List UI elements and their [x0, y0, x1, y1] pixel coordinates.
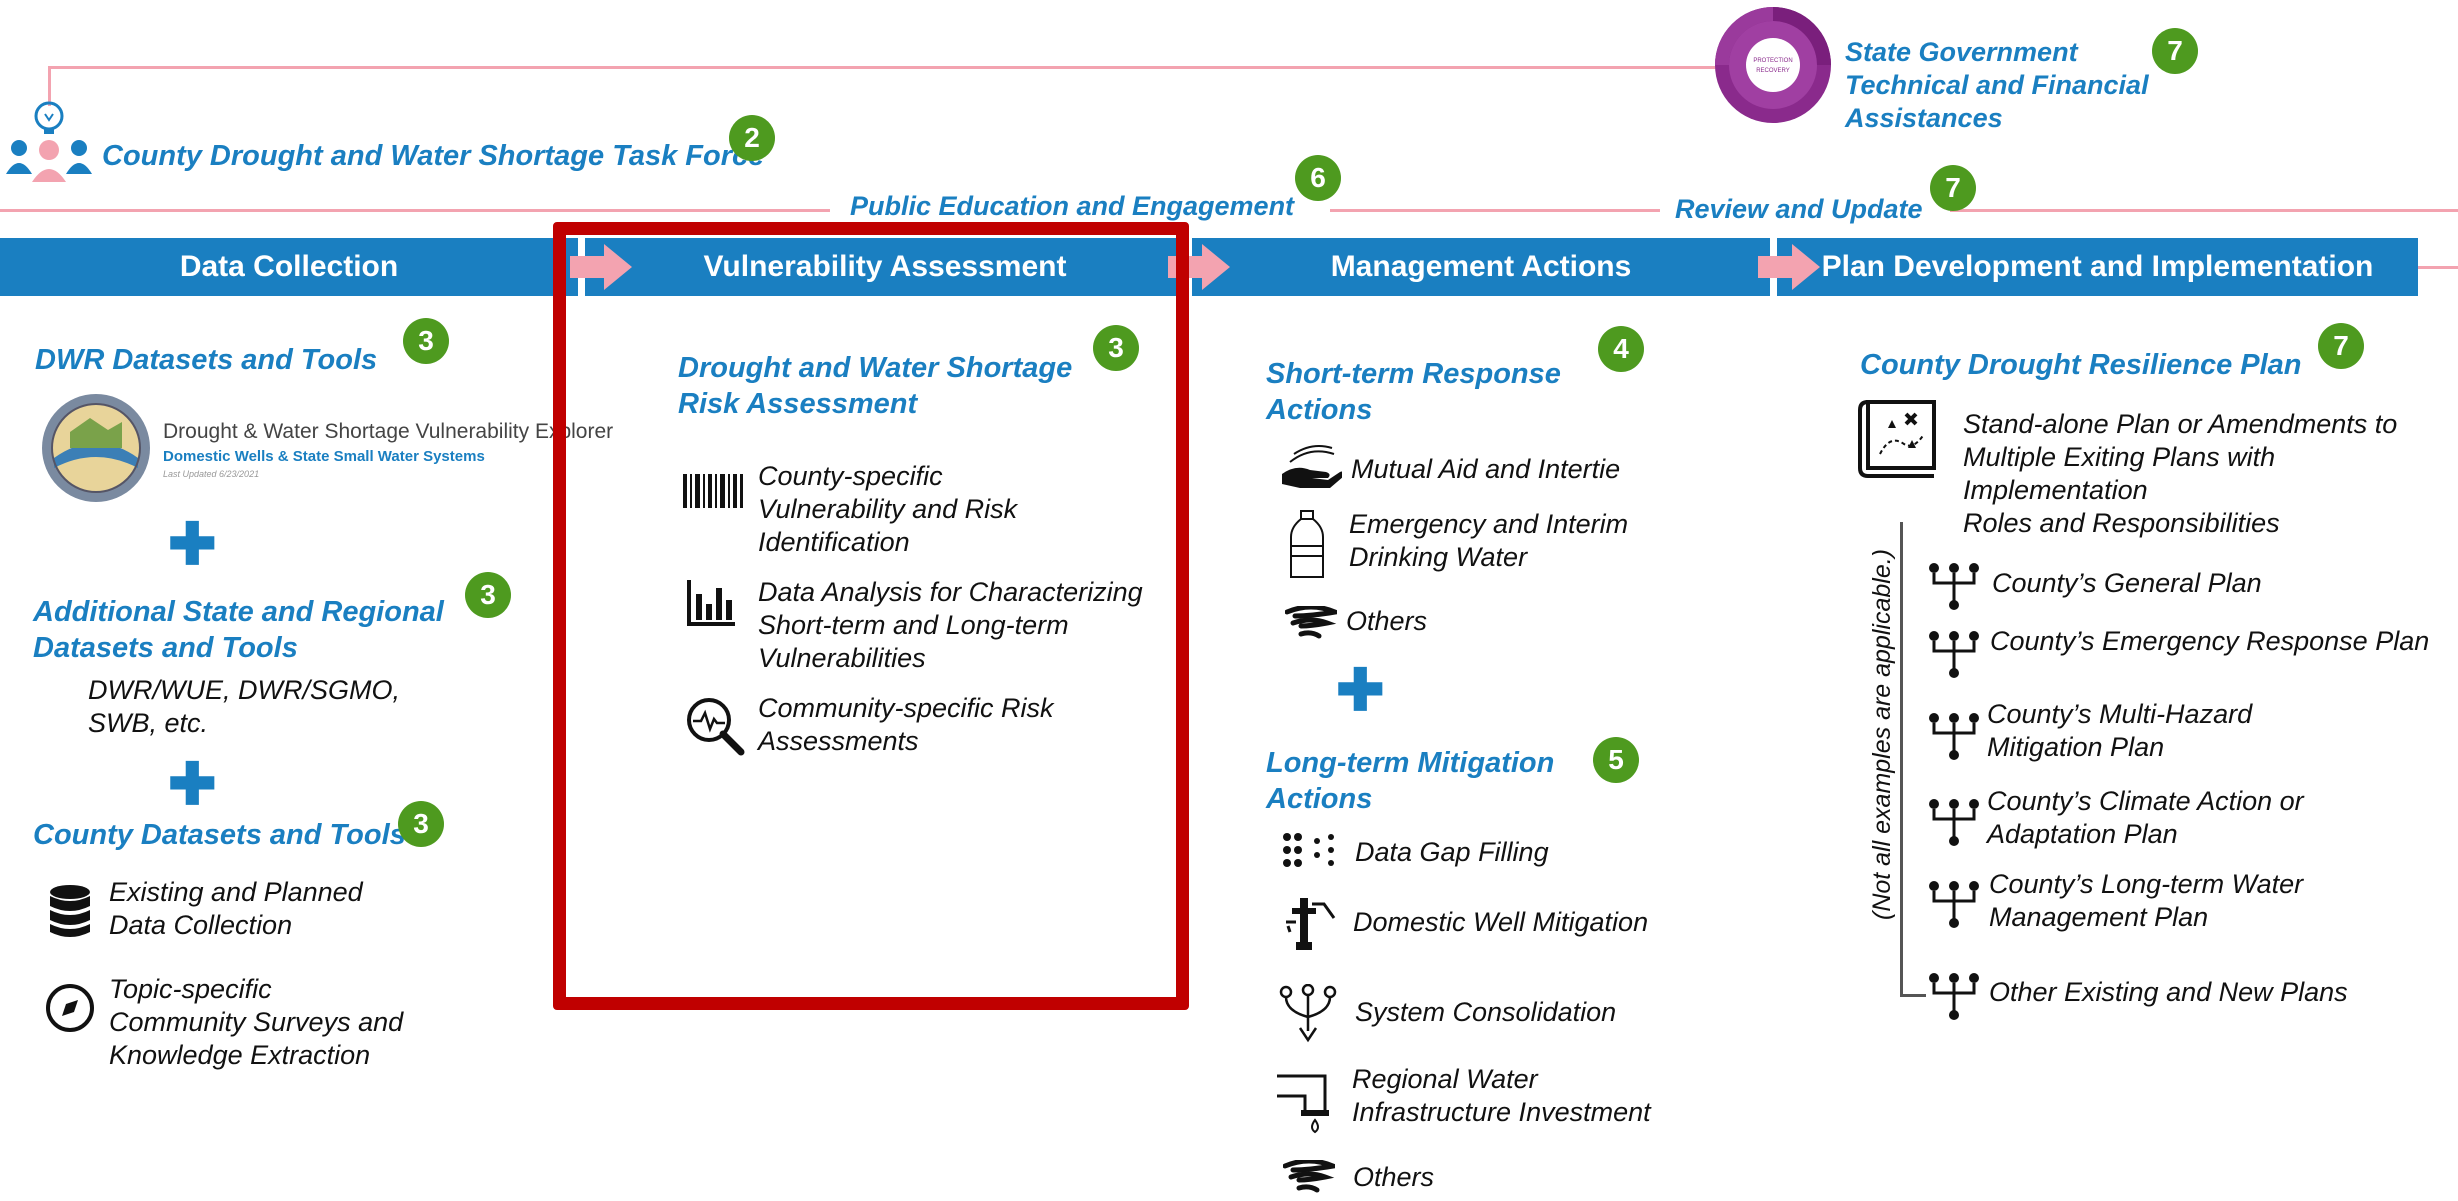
- water-bottle-icon: [1290, 510, 1324, 585]
- task-force-line-horizontal: [48, 66, 1720, 69]
- plus-icon: ✚: [168, 752, 217, 817]
- compass-icon: [44, 982, 96, 1039]
- plan-3: County’s Multi-Hazard Mitigation Plan: [1987, 699, 2253, 762]
- state-gov-label: State Government Technical and Financial…: [1845, 37, 2149, 133]
- additional-datasets-title: Additional State and Regional Datasets a…: [33, 596, 444, 664]
- additional-badge: 3: [465, 572, 511, 618]
- dwr-datasets-title: DWR Datasets and Tools: [35, 344, 378, 376]
- long-item-5: Others: [1353, 1162, 1435, 1192]
- team-lightbulb-icon: [4, 98, 94, 184]
- plus-icon: ✚: [1336, 658, 1385, 723]
- short-item-3: Others: [1346, 606, 1428, 636]
- review-line-right: [1950, 209, 2458, 212]
- short-item-2: Emergency and Interim Drinking Water: [1349, 509, 1629, 572]
- explorer-updated: Last Updated 6/23/2021: [163, 469, 260, 479]
- public-ed-line-right: [1330, 209, 1660, 212]
- task-force-line-vertical: [48, 66, 51, 106]
- org-chart-icon: [1928, 562, 1980, 615]
- bar-chart-icon: [687, 580, 735, 631]
- plan-2: County’s Emergency Response Plan: [1990, 626, 2430, 656]
- plans-bracket-line: [1900, 522, 1903, 996]
- band-plan-development: Plan Development and Implementation: [1777, 238, 2418, 296]
- long-item-3: System Consolidation: [1355, 997, 1617, 1027]
- plan-4: County’s Climate Action or Adaptation Pl…: [1987, 786, 2304, 849]
- band-vulnerability-assessment: Vulnerability Assessment: [585, 238, 1185, 296]
- short-term-badge: 4: [1598, 326, 1644, 372]
- band-management-actions: Management Actions: [1192, 238, 1770, 296]
- task-force-badge: 2: [729, 115, 775, 161]
- resilience-plan-badge: 7: [2318, 323, 2364, 369]
- risk-assessment-title: Drought and Water Shortage Risk Assessme…: [678, 352, 1073, 420]
- tornado-icon: [1282, 1158, 1342, 1201]
- barcode-icon: [683, 474, 743, 513]
- short-term-title: Short-term Response Actions: [1266, 358, 1561, 426]
- va-item-1: County-specific Vulnerability and Risk I…: [758, 461, 1018, 557]
- org-chart-icon: [1928, 880, 1980, 933]
- org-chart-icon: [1928, 798, 1980, 851]
- arrow-right-icon: [1168, 244, 1230, 295]
- tornado-icon: [1284, 604, 1344, 647]
- explorer-title: Drought & Water Shortage Vulnerability E…: [163, 420, 614, 443]
- vertical-note: (Not all examples are applicable.): [1868, 548, 1896, 920]
- long-term-title: Long-term Mitigation Actions: [1266, 747, 1555, 815]
- org-chart-icon: [1928, 630, 1980, 683]
- long-item-2: Domestic Well Mitigation: [1353, 907, 1649, 937]
- dwr-seal-logo: [40, 392, 152, 504]
- review-badge: 7: [1930, 165, 1976, 211]
- well-pump-icon: [1282, 896, 1338, 957]
- public-ed-line-left: [0, 209, 830, 212]
- risk-assessment-badge: 3: [1093, 325, 1139, 371]
- county-item-2: Topic-specific Community Surveys and Kno…: [109, 974, 404, 1070]
- pipe-icon: [1275, 1072, 1335, 1141]
- short-item-1: Mutual Aid and Intertie: [1351, 454, 1621, 484]
- svg-text:RECOVERY: RECOVERY: [1756, 68, 1790, 74]
- task-force-label: County Drought and Water Shortage Task F…: [102, 140, 765, 172]
- svg-text:PROTECTION: PROTECTION: [1753, 58, 1792, 64]
- public-ed-badge: 6: [1295, 155, 1341, 201]
- long-item-1: Data Gap Filling: [1355, 837, 1549, 867]
- va-item-3: Community-specific Risk Assessments: [758, 693, 1054, 756]
- database-icon: [48, 884, 92, 943]
- long-term-badge: 5: [1593, 737, 1639, 783]
- additional-datasets-text: DWR/WUE, DWR/SGMO, SWB, etc.: [88, 675, 400, 738]
- plan-6: Other Existing and New Plans: [1989, 977, 2348, 1007]
- arrow-right-icon: [570, 244, 632, 295]
- arrow-right-icon: [1758, 244, 1820, 295]
- braille-dots-icon: [1283, 833, 1339, 876]
- cycle-logo: PROTECTION RECOVERY: [1712, 4, 1834, 126]
- highlight-box: [553, 222, 1189, 1010]
- review-label: Review and Update: [1675, 194, 1923, 224]
- plans-bracket-foot: [1900, 994, 1926, 997]
- county-datasets-badge: 3: [398, 801, 444, 847]
- long-item-4: Regional Water Infrastructure Investment: [1352, 1064, 1651, 1127]
- state-gov-badge: 7: [2152, 28, 2198, 74]
- org-chart-icon: [1928, 712, 1980, 765]
- county-item-1: Existing and Planned Data Collection: [109, 877, 363, 940]
- public-ed-label: Public Education and Engagement: [850, 191, 1295, 221]
- band-data-collection: Data Collection: [0, 238, 578, 296]
- dwr-badge: 3: [403, 318, 449, 364]
- county-datasets-title: County Datasets and Tools: [33, 819, 406, 851]
- plan-1: County’s General Plan: [1992, 568, 2262, 598]
- plan-5: County’s Long-term Water Management Plan: [1989, 869, 2304, 932]
- explorer-subtitle: Domestic Wells & State Small Water Syste…: [163, 448, 485, 465]
- va-item-2: Data Analysis for Characterizing Short-t…: [758, 577, 1143, 673]
- resilience-plan-title: County Drought Resilience Plan: [1860, 349, 2302, 381]
- band-line-right: [2418, 266, 2458, 269]
- standalone-plan-text: Stand-alone Plan or Amendments to Multip…: [1963, 409, 2398, 538]
- consolidation-icon: [1278, 983, 1338, 1055]
- plus-icon: ✚: [168, 512, 217, 577]
- map-plan-icon: [1858, 398, 1940, 485]
- magnifier-pulse-icon: [685, 696, 745, 761]
- org-chart-icon: [1928, 972, 1980, 1025]
- hand-water-icon: [1280, 444, 1344, 495]
